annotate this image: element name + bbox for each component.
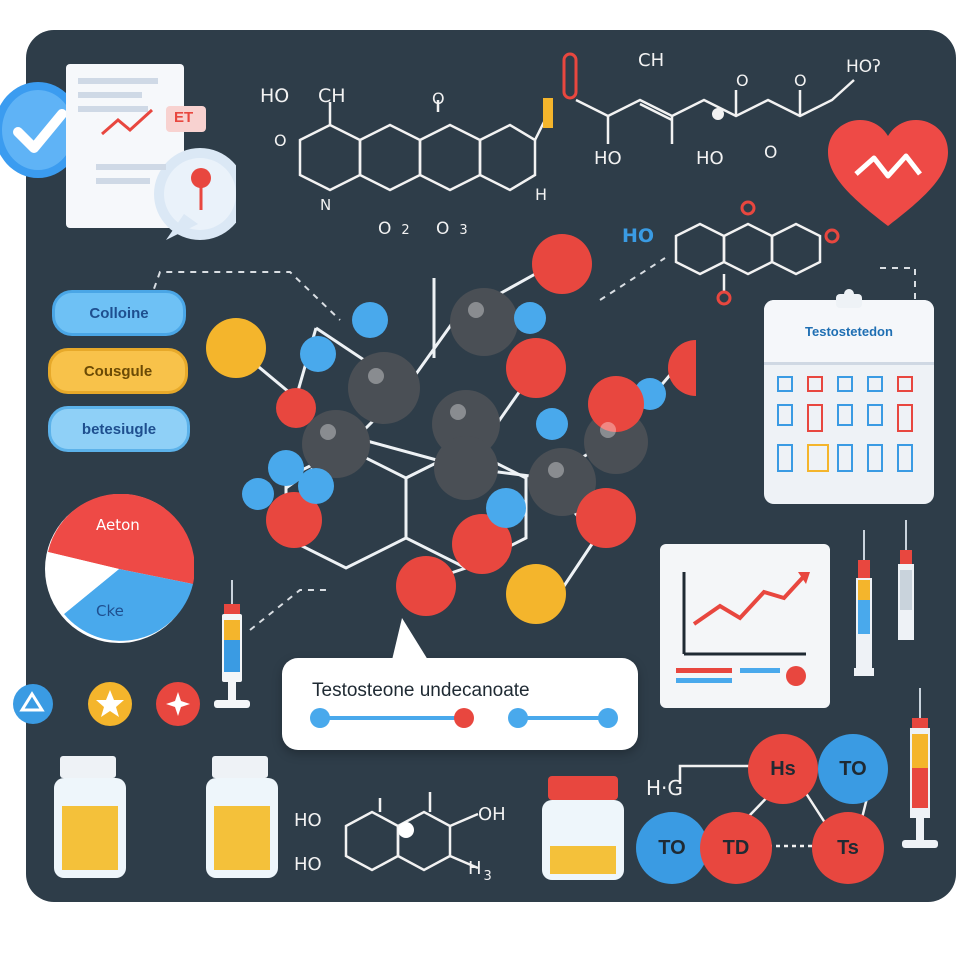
chain-ho-right: HOʔ — [846, 57, 881, 77]
calendar-icon: Testostetedon — [764, 300, 934, 504]
chain-o-b: O — [794, 71, 807, 90]
sparkle-icon — [13, 684, 53, 724]
heart-icon — [828, 120, 948, 226]
bottom-ho-1: HO — [294, 810, 322, 831]
syringe-pair-icon — [854, 520, 914, 676]
network-node-ts: Ts — [812, 812, 884, 884]
pie-label-top: Aeton — [96, 516, 140, 534]
syringe-right-icon — [902, 688, 938, 848]
pill-colloine: Colloine — [52, 290, 186, 336]
slider-track — [310, 708, 618, 728]
network-node-td: TD — [700, 812, 772, 884]
formula-o-left: O — [274, 131, 287, 150]
vial-pair-icon — [54, 756, 278, 878]
formula-h: H — [535, 185, 547, 204]
formula-ho: HO — [260, 85, 289, 107]
location-pin-icon — [191, 168, 211, 210]
formula-n: N — [320, 196, 331, 214]
pill-cousgule: Cousgule — [48, 348, 188, 394]
pie-label-bottom: Cke — [96, 602, 124, 620]
chain-ho-1: HO — [594, 148, 622, 169]
check-icon — [0, 82, 82, 178]
network-node-to-1: TO — [818, 734, 888, 804]
chain-o-a: O — [736, 71, 749, 90]
calendar-grid — [777, 376, 913, 472]
pill-betesiugle: betesiugle — [48, 406, 190, 452]
calendar-clip-icon — [836, 289, 862, 308]
calendar-title: Testostetedon — [764, 300, 934, 365]
sparkle-red-icon — [156, 682, 200, 726]
bottom-oh: OH — [478, 804, 506, 825]
document-icon: ET — [66, 64, 246, 242]
ring-structure-mid-right: HO — [622, 200, 840, 306]
molecule-icon — [206, 234, 696, 624]
formula-o-mid: O — [432, 89, 445, 108]
network-node-to-2: TO — [636, 812, 708, 884]
network-hg: H·G — [646, 776, 683, 800]
network-node-hs: Hs — [748, 734, 818, 804]
chain-structure-top-right: CH HOʔ HO HO O O O — [562, 50, 881, 169]
syringe-icon — [214, 580, 250, 708]
bottom-ho-2: HO — [294, 854, 322, 875]
vial-icon — [542, 776, 624, 880]
pie-chart: Aeton Cke — [45, 494, 194, 643]
chain-ch: CH — [638, 50, 664, 71]
icon-row — [13, 682, 200, 726]
chain-ho-2: HO — [696, 148, 724, 169]
chain-o: O — [764, 143, 777, 163]
note-badge: ET — [174, 109, 194, 126]
star-icon — [88, 682, 132, 726]
compound-name: Testosteone undecanoate — [312, 680, 530, 701]
compound-name-card: Testosteone undecanoate — [282, 618, 638, 750]
formula-ch: CH — [318, 85, 346, 107]
ring-ho: HO — [622, 225, 654, 247]
trend-chart-icon — [660, 534, 830, 708]
